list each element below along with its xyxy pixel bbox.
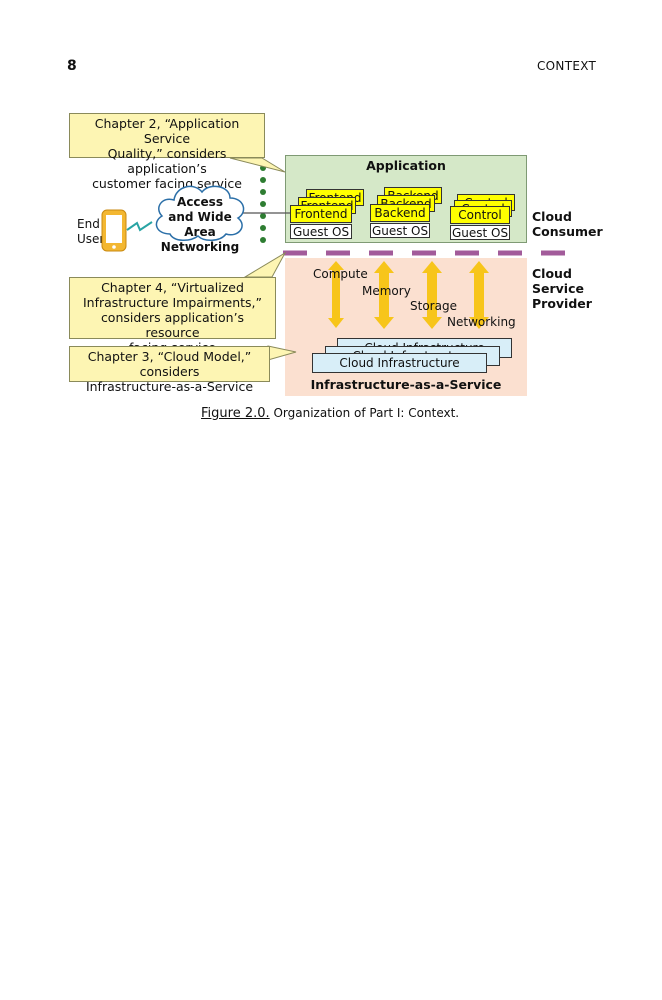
end-user-line: End bbox=[77, 217, 100, 231]
end-user-label: End User bbox=[77, 217, 104, 247]
iaas-region bbox=[285, 258, 527, 396]
network-cloud-label: Access and Wide Area Networking bbox=[152, 195, 248, 255]
callout-line: customer facing service bbox=[92, 176, 242, 191]
role-line: Cloud bbox=[532, 209, 572, 224]
callout-chapter-3: Chapter 3, “Cloud Model,” considers Infr… bbox=[69, 346, 270, 394]
page-number: 8 bbox=[67, 58, 77, 74]
role-line: Consumer bbox=[532, 224, 603, 239]
backend-guest-os: Guest OS bbox=[370, 223, 430, 238]
end-user-line: User bbox=[77, 232, 105, 246]
callout-line: Infrastructure-as-a-Service bbox=[85, 379, 254, 394]
smartphone-icon bbox=[101, 209, 127, 252]
frontend-box: Frontend bbox=[290, 205, 352, 223]
callout-line: Quality,” considers application’s bbox=[107, 146, 227, 176]
figure-number: Figure 2.0. bbox=[201, 406, 270, 421]
network-line: Access bbox=[177, 195, 223, 209]
callout-line: Chapter 2, “Application Service bbox=[94, 116, 240, 146]
network-line: and Wide Area bbox=[168, 210, 232, 239]
application-title: Application bbox=[366, 158, 446, 173]
role-line: Provider bbox=[532, 296, 592, 311]
memory-label: Memory bbox=[362, 284, 411, 298]
callout-line: Chapter 4, “Virtualized bbox=[101, 280, 244, 295]
control-box: Control bbox=[450, 206, 510, 224]
callout-line: Chapter 3, “Cloud Model,” considers bbox=[87, 349, 252, 379]
networking-arrow bbox=[469, 261, 489, 329]
memory-arrow bbox=[374, 261, 394, 329]
frontend-guest-os: Guest OS bbox=[290, 224, 352, 239]
networking-label: Networking bbox=[447, 315, 516, 329]
role-line: Service bbox=[532, 281, 584, 296]
figure-caption-text: Organization of Part I: Context. bbox=[273, 406, 460, 420]
control-guest-os: Guest OS bbox=[450, 225, 510, 240]
running-head: CONTEXT bbox=[537, 59, 597, 73]
storage-label: Storage bbox=[410, 299, 457, 313]
network-cloud-icon bbox=[155, 185, 245, 241]
backend-box: Backend bbox=[370, 204, 430, 222]
iaas-title: Infrastructure-as-a-Service bbox=[310, 377, 502, 392]
cloud-consumer-label: Cloud Consumer bbox=[532, 209, 603, 239]
callout-line: considers application’s resource bbox=[100, 310, 245, 340]
storage-arrow bbox=[422, 261, 442, 329]
compute-label: Compute bbox=[313, 267, 368, 281]
cloud-service-provider-label: Cloud Service Provider bbox=[532, 266, 592, 311]
cloud-infrastructure-box: Cloud Infrastructure bbox=[312, 353, 487, 373]
callout-line: Infrastructure Impairments,” bbox=[82, 295, 262, 310]
role-line: Cloud bbox=[532, 266, 572, 281]
figure-caption: Figure 2.0. Organization of Part I: Cont… bbox=[201, 406, 459, 421]
callout-chapter-2: Chapter 2, “Application Service Quality,… bbox=[69, 113, 265, 191]
compute-arrow bbox=[328, 261, 344, 328]
callout-chapter-4: Chapter 4, “Virtualized Infrastructure I… bbox=[69, 277, 276, 355]
network-line: Networking bbox=[160, 240, 240, 254]
